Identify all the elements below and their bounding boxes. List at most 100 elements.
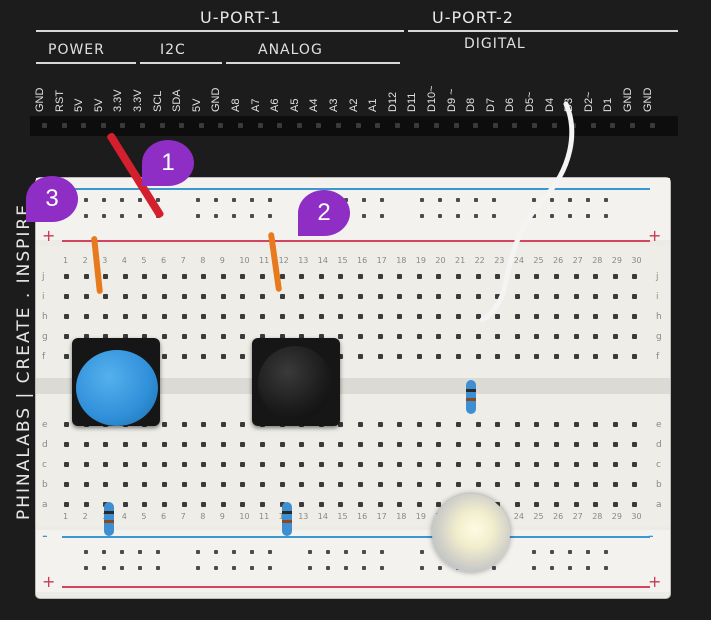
rail-hole	[344, 550, 348, 554]
terminal-hole	[573, 462, 579, 467]
port1-underline	[36, 30, 404, 32]
bottom-rail-blue-line	[62, 536, 650, 538]
terminal-hole	[83, 482, 89, 487]
terminal-hole	[554, 502, 559, 507]
terminal-hole	[299, 502, 305, 507]
terminal-hole	[240, 482, 246, 487]
header-hole	[238, 123, 243, 128]
terminal-hole	[83, 314, 89, 319]
rail-hole	[568, 214, 572, 218]
terminal-hole	[83, 334, 89, 339]
terminal-hole	[554, 294, 559, 299]
terminal-hole	[240, 354, 246, 359]
terminal-hole	[534, 462, 540, 467]
power-label: POWER	[48, 42, 105, 58]
header-hole	[218, 123, 224, 128]
terminal-hole	[220, 314, 226, 319]
terminal-hole	[201, 442, 207, 447]
terminal-hole	[377, 442, 383, 447]
row-letter: g	[656, 332, 662, 342]
rail-hole	[120, 550, 124, 554]
terminal-hole	[220, 354, 226, 359]
terminal-hole	[436, 462, 442, 467]
pin-label: 3.3V	[112, 89, 125, 112]
terminal-hole	[416, 354, 422, 359]
terminal-hole	[181, 314, 187, 319]
terminal-hole	[318, 314, 324, 319]
terminal-hole	[240, 314, 246, 319]
pin-label: 3.3V	[132, 89, 144, 112]
blue-button-cap[interactable]	[76, 350, 158, 426]
terminal-hole	[318, 294, 324, 299]
terminal-hole	[436, 274, 442, 279]
column-number: 27	[572, 512, 583, 521]
rail-hole	[550, 566, 554, 570]
pin-label: SCL	[151, 90, 164, 112]
header-hole	[590, 123, 596, 128]
column-number: 9	[219, 256, 225, 265]
terminal-hole	[436, 482, 442, 487]
column-number: 28	[592, 256, 603, 265]
rail-hole	[362, 566, 366, 570]
rail-hole	[420, 550, 424, 554]
row-letter: e	[656, 420, 662, 430]
rail-hole	[214, 198, 218, 202]
terminal-hole	[377, 354, 383, 359]
analog-underline	[226, 62, 400, 64]
rail-hole	[138, 550, 142, 554]
column-number: 24	[513, 512, 524, 521]
terminal-hole	[593, 462, 599, 467]
terminal-hole	[103, 442, 109, 447]
top-rail-plus-right: +	[648, 226, 662, 245]
terminal-hole	[338, 482, 344, 487]
resistor-2	[104, 502, 114, 536]
terminal-hole	[103, 462, 109, 467]
header-hole	[492, 123, 498, 128]
top-rail-blue-line	[62, 188, 650, 190]
terminal-hole	[64, 422, 69, 427]
terminal-hole	[279, 462, 285, 467]
rail-hole	[604, 566, 608, 570]
terminal-hole	[122, 462, 128, 467]
terminal-hole	[416, 482, 422, 487]
terminal-hole	[554, 482, 559, 487]
terminal-hole	[495, 274, 501, 279]
column-number: 19	[415, 256, 426, 265]
terminal-hole	[299, 334, 305, 339]
terminal-hole	[220, 422, 226, 427]
terminal-hole	[162, 274, 167, 279]
column-number: 4	[121, 256, 127, 265]
rail-hole	[196, 198, 200, 202]
terminal-hole	[279, 314, 285, 319]
header-hole	[100, 123, 106, 128]
terminal-hole	[514, 422, 520, 427]
terminal-hole	[64, 502, 69, 507]
terminal-hole	[122, 334, 128, 339]
terminal-hole	[612, 502, 618, 507]
rail-hole	[380, 214, 384, 218]
terminal-hole	[260, 294, 265, 299]
terminal-hole	[632, 442, 638, 447]
terminal-hole	[514, 314, 520, 319]
rail-hole	[120, 198, 124, 202]
terminal-hole	[534, 294, 540, 299]
pin-label: SDA	[171, 89, 184, 112]
column-number: 1	[63, 256, 69, 265]
terminal-hole	[181, 462, 187, 467]
terminal-hole	[358, 274, 363, 279]
bottom-power-rail	[36, 530, 670, 592]
terminal-hole	[475, 422, 481, 427]
terminal-hole	[142, 314, 148, 319]
port2-label: U-PORT-2	[432, 8, 514, 27]
terminal-hole	[514, 462, 520, 467]
column-number: 11	[259, 512, 270, 521]
terminal-hole	[554, 274, 559, 279]
terminal-hole	[593, 442, 599, 447]
terminal-hole	[573, 482, 579, 487]
terminal-hole	[456, 334, 461, 339]
black-button-cap[interactable]	[258, 346, 332, 420]
rail-hole	[102, 550, 106, 554]
header-hole	[355, 123, 361, 128]
terminal-hole	[593, 314, 599, 319]
terminal-hole	[83, 442, 89, 447]
